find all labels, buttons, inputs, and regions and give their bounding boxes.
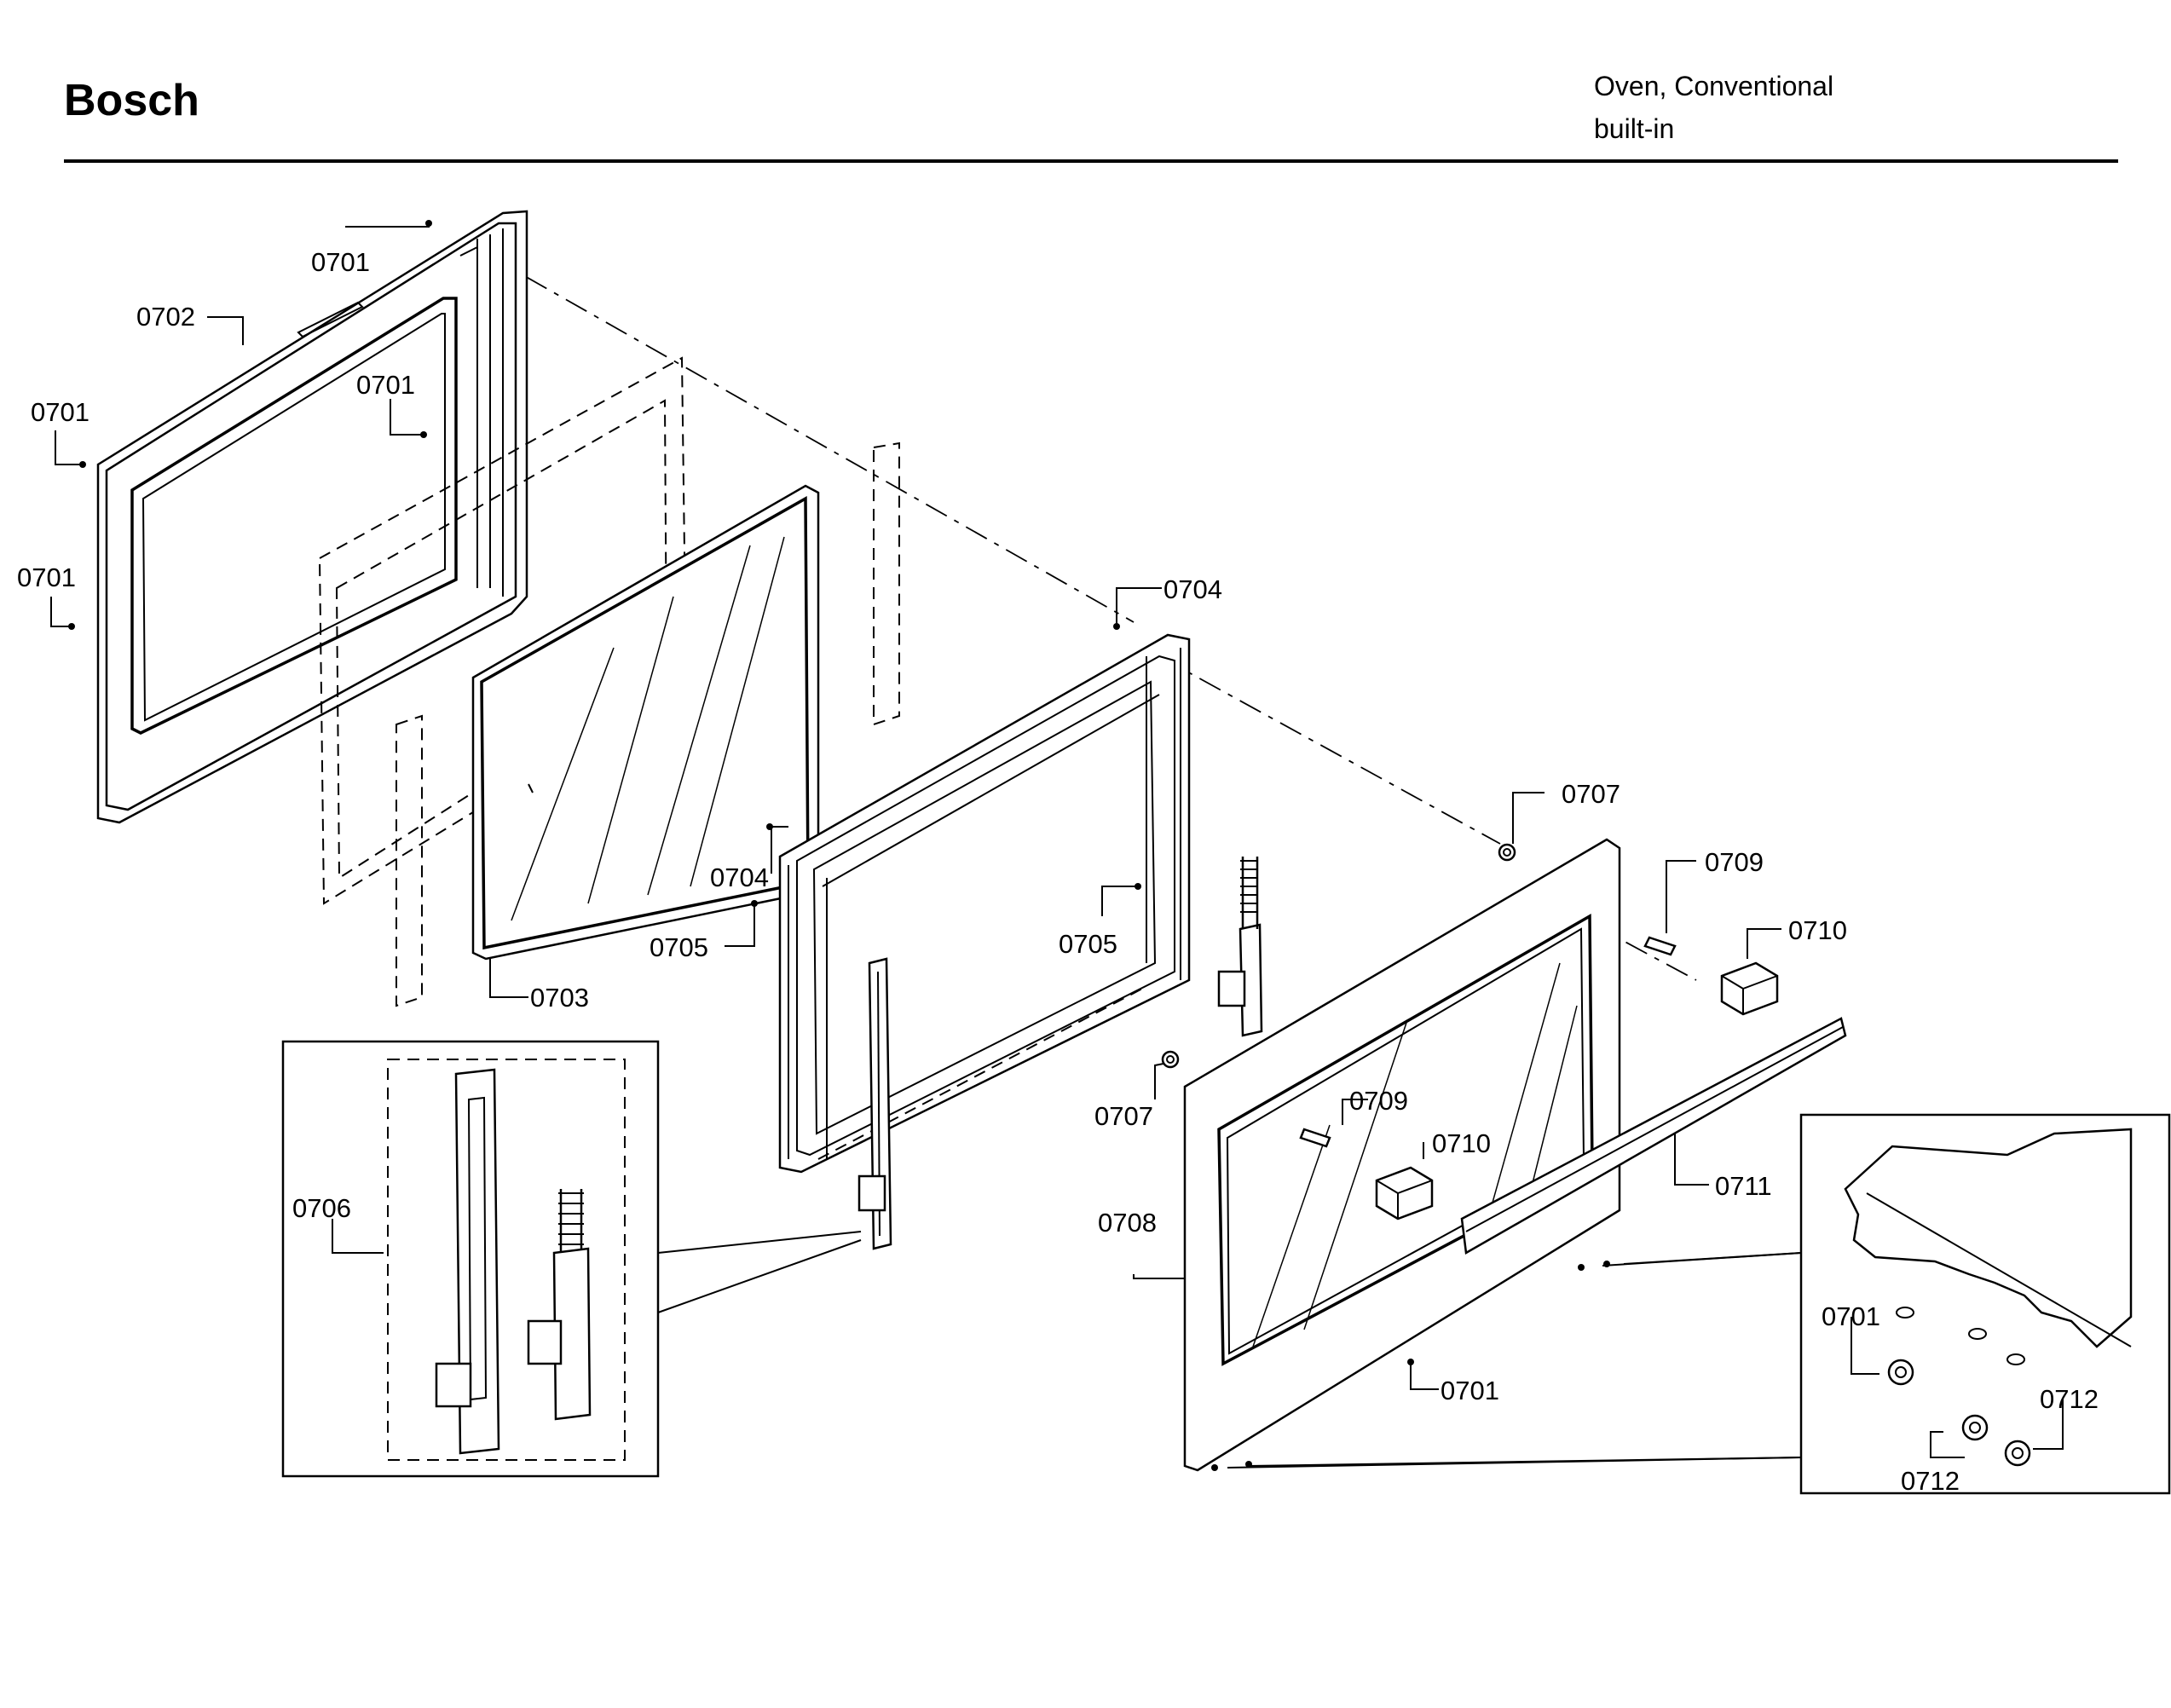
callout-label: 0704 xyxy=(1163,574,1222,604)
dashed-side-strips xyxy=(396,441,900,1007)
callout-label: 0701 xyxy=(1441,1376,1499,1405)
callout-label: 0709 xyxy=(1705,847,1764,877)
product-line-2: built-in xyxy=(1594,113,1675,144)
callout-label: 0707 xyxy=(1562,779,1620,809)
callout-label: 0702 xyxy=(136,302,195,332)
callout-label: 0707 xyxy=(1094,1101,1153,1131)
spacer-0707-a xyxy=(1498,843,1516,862)
callout-label: 0701 xyxy=(17,563,76,592)
door-chassis-frame xyxy=(778,633,1191,1174)
callout-label: 0703 xyxy=(530,983,589,1013)
callout-label: 0711 xyxy=(1715,1171,1772,1201)
callout-label: 0701 xyxy=(1822,1301,1880,1331)
callout-label: 0705 xyxy=(650,932,708,962)
hinge-detail-box xyxy=(281,1040,862,1478)
door-handle xyxy=(1460,1017,1847,1255)
callout-label: 0706 xyxy=(292,1193,351,1223)
callout-label: 0710 xyxy=(1432,1128,1491,1158)
product-description: Oven, Conventional built-in xyxy=(1594,65,1833,150)
callout-label: 0704 xyxy=(710,863,769,892)
product-line-1: Oven, Conventional xyxy=(1594,71,1834,101)
pin-0709-a xyxy=(1643,936,1677,956)
pin-0709-b xyxy=(1299,1128,1331,1148)
block-0710-a xyxy=(1720,961,1779,1016)
callout-labels: 0701 0702 0701 0701 0701 0703 0704 0704 … xyxy=(17,247,2099,1496)
block-0710-b xyxy=(1375,1166,1434,1220)
callout-label: 0701 xyxy=(311,247,370,277)
dashed-insulation-panel xyxy=(318,356,688,905)
header-rule xyxy=(64,159,2118,163)
hinge-left xyxy=(857,957,892,1250)
callout-label: 0712 xyxy=(1901,1466,1960,1496)
leader-lines xyxy=(50,220,2064,1471)
screw-detail-box xyxy=(1227,1113,2171,1495)
callout-label: 0712 xyxy=(2040,1384,2099,1414)
callout-label: 0705 xyxy=(1059,929,1117,959)
callout-label: 0709 xyxy=(1349,1086,1408,1116)
outer-door-frame xyxy=(96,210,528,824)
callout-label: 0708 xyxy=(1098,1208,1157,1238)
brand-name: Bosch xyxy=(64,76,199,125)
spacer-0707-b xyxy=(1161,1050,1180,1069)
hinge-right xyxy=(1217,857,1263,1037)
callout-label: 0701 xyxy=(356,370,415,400)
callout-label: 0701 xyxy=(31,397,89,427)
callout-label: 0710 xyxy=(1788,915,1847,945)
